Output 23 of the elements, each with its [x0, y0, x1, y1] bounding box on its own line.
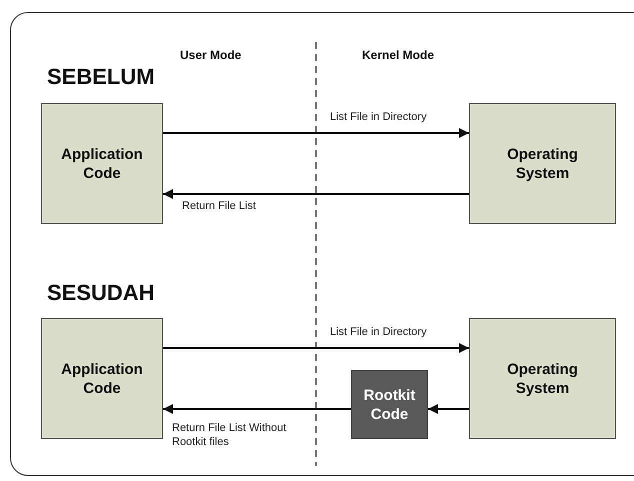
box-title: Application Code [60, 360, 144, 398]
process-box [41, 103, 163, 224]
arrow [428, 404, 469, 414]
box-title: Rootkit Code [362, 386, 416, 424]
column-heading: User Mode [180, 47, 242, 64]
box-title: Application Code [60, 144, 144, 182]
rootkit-box [351, 370, 428, 439]
arrow [163, 343, 469, 353]
section-heading: SESUDAH [47, 279, 155, 307]
edge-label: Return File List Without Rootkit files [172, 421, 288, 449]
arrow [163, 128, 469, 138]
process-box [469, 103, 616, 224]
box-title: Operating System [506, 144, 579, 182]
edge-label: List File in Directory [330, 325, 428, 339]
arrow [163, 189, 469, 199]
section-heading: SEBELUM [47, 63, 155, 91]
arrow [163, 404, 351, 414]
box-title: Operating System [506, 360, 579, 398]
process-box [469, 318, 616, 439]
edge-label: Return File List [182, 199, 257, 213]
column-heading: Kernel Mode [362, 47, 434, 64]
process-box [41, 318, 163, 439]
edge-label: List File in Directory [330, 110, 428, 124]
